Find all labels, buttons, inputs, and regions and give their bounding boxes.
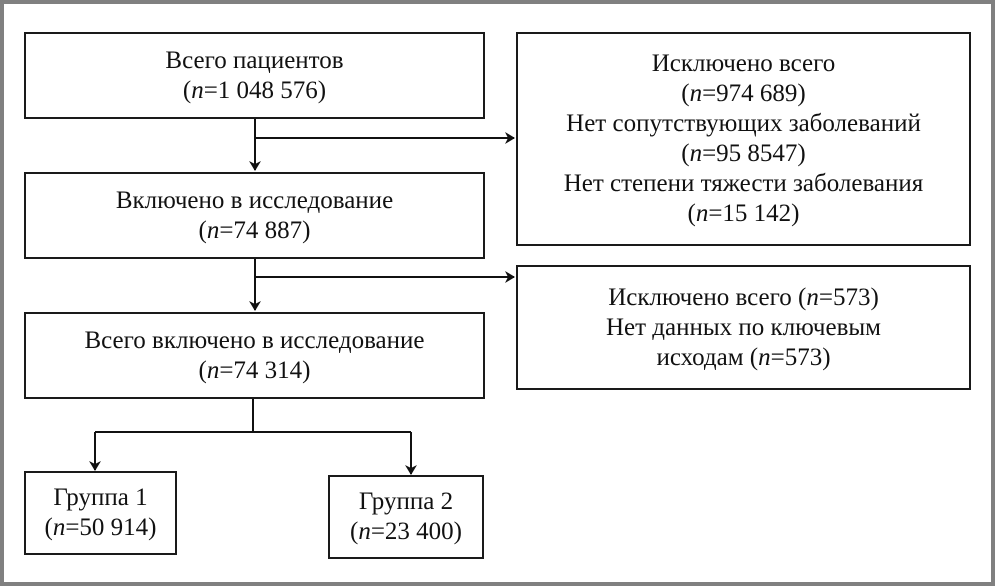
excluded1-n: (n=974 689): [681, 80, 806, 107]
excluded1-reason2-n: (n=15 142): [687, 200, 800, 227]
box-group-2: Группа 2 (n=23 400): [328, 475, 484, 559]
excluded2-reason-line2: исходам (n=573): [656, 343, 831, 371]
included-label: Включено в исследование: [115, 186, 394, 214]
total-label: Всего пациентов: [165, 46, 344, 74]
box-total-included: Всего включено в исследование (n=74 314): [24, 312, 485, 399]
box-total-patients: Всего пациентов (n=1 048 576): [24, 32, 485, 119]
excluded1-reason1-n: (n=95 8547): [681, 140, 806, 167]
group1-n: (n=50 914): [44, 514, 157, 541]
total-n: (n=1 048 576): [182, 76, 327, 104]
excluded1-reason1: Нет сопутствующих заболеваний: [566, 110, 921, 137]
excluded1-reason2: Нет степени тяжести заболевания: [563, 170, 924, 197]
box-excluded-1: Исключено всего (n=974 689) Нет сопутств…: [516, 32, 971, 246]
group2-label: Группа 2: [358, 488, 454, 515]
total-included-n: (n=74 314): [198, 356, 311, 384]
group1-label: Группа 1: [53, 484, 148, 511]
excluded2-reason-line1: Нет данных по ключевым: [605, 313, 881, 341]
excluded2-label: Исключено всего (n=573): [608, 283, 879, 311]
group2-n: (n=23 400): [349, 518, 462, 545]
box-included: Включено в исследование (n=74 887): [24, 172, 485, 259]
included-n: (n=74 887): [198, 216, 311, 244]
excluded1-label: Исключено всего: [651, 50, 836, 77]
box-group-1: Группа 1 (n=50 914): [24, 471, 177, 555]
box-excluded-2: Исключено всего (n=573) Нет данных по кл…: [516, 265, 971, 390]
total-included-label: Всего включено в исследование: [84, 326, 425, 354]
